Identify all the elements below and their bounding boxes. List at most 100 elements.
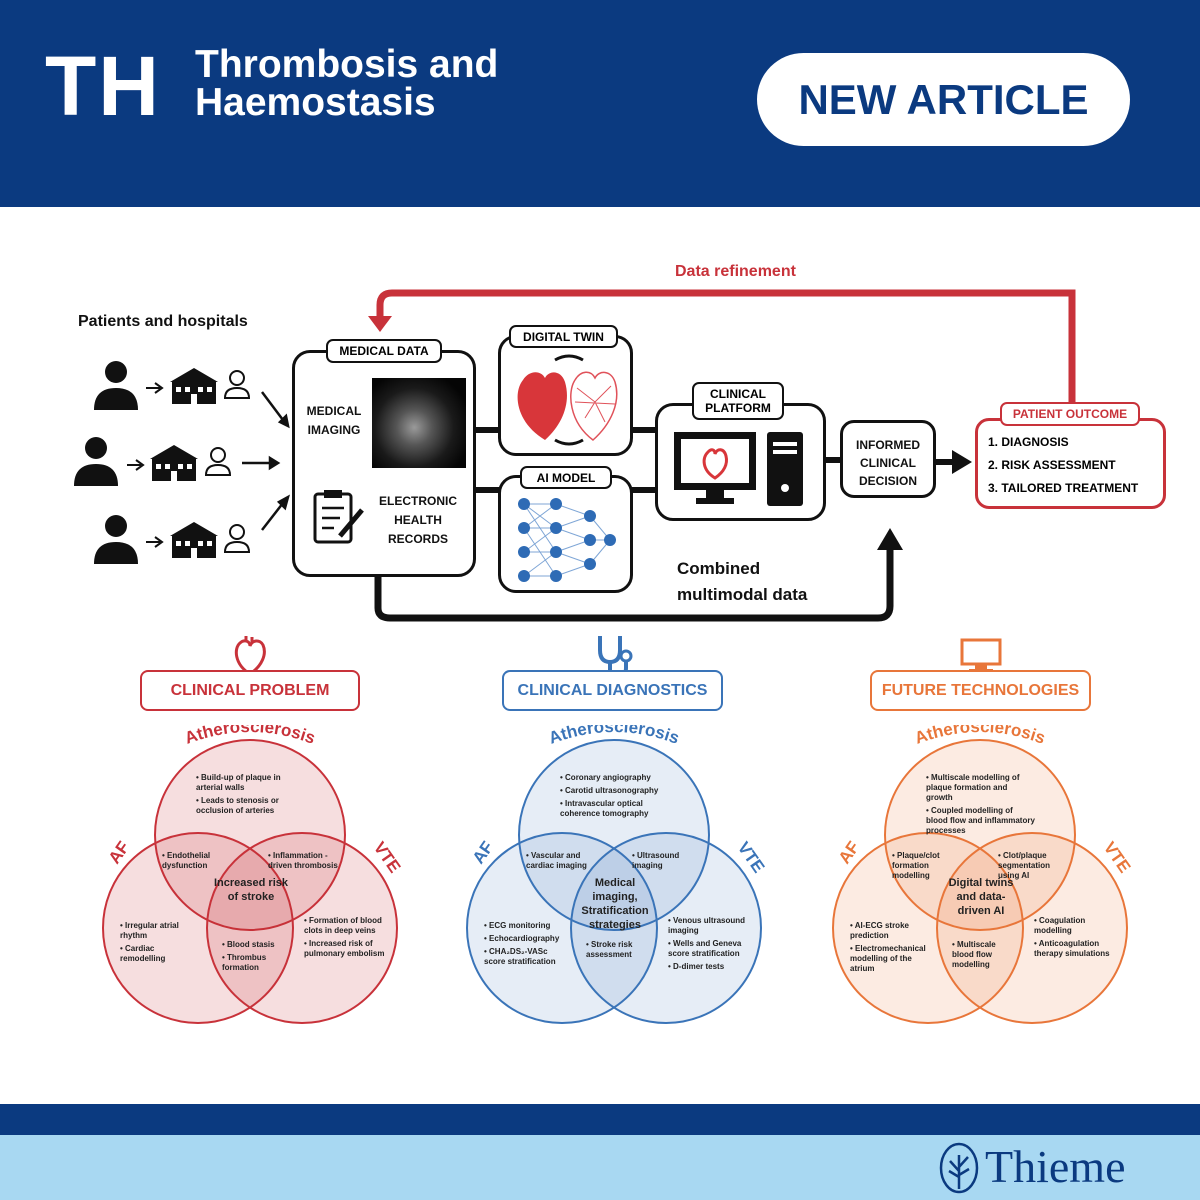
- venn-circle-atherosclerosis: [884, 739, 1076, 931]
- thieme-tree-logo-icon: [939, 1142, 979, 1194]
- venn-circle-vte: [936, 832, 1128, 1024]
- venn-item: • Echocardiography: [484, 934, 560, 943]
- venn-item: • AI-ECG stroke prediction: [850, 921, 909, 940]
- venn-item: • Clot/plaque segmentation using AI: [998, 851, 1051, 880]
- data-refinement-arrow: [376, 289, 1076, 410]
- venn-item: • Irregular atrial rhythm: [120, 921, 179, 940]
- digital-twin-tab: DIGITAL TWIN: [509, 325, 618, 348]
- combined-data-label: Combined multimodal data: [677, 559, 808, 604]
- venn-item: • Multiscale blood flow modelling: [952, 940, 996, 969]
- venn-center: Increased risk of stroke: [214, 877, 288, 903]
- venn-item: • Coupled modelling of blood flow and in…: [926, 806, 1035, 835]
- venn-item: • Coagulation modelling: [1034, 916, 1086, 935]
- venn-center: Digital twins and data-driven AI: [948, 877, 1014, 917]
- venn-item: • Cardiac remodelling: [120, 944, 166, 963]
- venn-item: • Build-up of plaque in arterial walls: [196, 773, 281, 792]
- arrowhead: [877, 528, 903, 550]
- venn-region-top-right: • Clot/plaque segmentation using AI: [998, 851, 1070, 884]
- venn-item: • Leads to stenosis or occlusion of arte…: [196, 796, 279, 815]
- computer-icon: [674, 432, 803, 506]
- data-refinement-label: Data refinement: [675, 263, 796, 280]
- ai-model-tab: AI MODEL: [520, 466, 612, 489]
- venn-circle-vte: [206, 832, 398, 1024]
- outcome-item: 1. DIAGNOSIS: [988, 435, 1069, 449]
- ehr-label: ELECTRONIC HEALTH RECORDS: [379, 494, 457, 546]
- venn-region-top: • Build-up of plaque in arterial walls • …: [196, 773, 306, 819]
- venn-region-bottom: • Multiscale blood flow modelling: [952, 940, 1018, 973]
- venn-circle-af: [832, 832, 1024, 1024]
- venn-region-top: • Coronary angiography • Carotid ultrason…: [560, 773, 670, 822]
- venn-item: • Coronary angiography: [560, 773, 651, 782]
- monitor-icon: [960, 638, 1002, 672]
- footer: [0, 1135, 1200, 1200]
- venn-item: • Anticoagulation therapy simulations: [1034, 939, 1110, 958]
- venn-region-right: • Venous ultrasound imaging • Wells and G…: [668, 916, 758, 975]
- venn-region-top-left: • Plaque/clot formation modelling: [892, 851, 960, 884]
- combined-data-arrow: [374, 548, 894, 622]
- venn-circle-atherosclerosis: [154, 739, 346, 931]
- venn-circles: Atherosclerosis AF VTE: [832, 725, 1134, 1024]
- venn-item: • Endothelial dysfunction: [162, 851, 211, 870]
- venn-center: Medical imaging, Stratification strategi…: [581, 877, 649, 931]
- venn-item: • Blood stasis: [222, 940, 275, 949]
- venn-region-top: • Multiscale modelling of plaque formati…: [926, 773, 1036, 839]
- clinical-problem-header: CLINICAL PROBLEM: [140, 670, 360, 711]
- venn-region-left: • ECG monitoring • Echocardiography • CHA₂…: [484, 921, 562, 970]
- venn-item: • Venous ultrasound imaging: [668, 916, 746, 935]
- venn-region-right: • Formation of blood clots in deep veins…: [304, 916, 394, 962]
- venn-circle-vte: [570, 832, 762, 1024]
- future-technologies-header: FUTURE TECHNOLOGIES: [870, 670, 1091, 711]
- patient-hospital-rows: [74, 361, 251, 564]
- venn-item: • Plaque/clot formation modelling: [892, 851, 940, 880]
- venn-item: • CHA₂DS₂-VASc score stratification: [484, 947, 556, 966]
- venn-item: • Intravascular optical coherence tomogr…: [560, 799, 649, 818]
- venn-region-left: • Irregular atrial rhythm • Cardiac remod…: [120, 921, 198, 967]
- neural-network-icon: [518, 498, 616, 582]
- medical-data-tab: MEDICAL DATA: [326, 339, 442, 363]
- journal-title-line2: Haemostasis: [195, 81, 436, 124]
- clinical-diagnostics-header: CLINICAL DIAGNOSTICS: [502, 670, 723, 711]
- venn-circle-af: [466, 832, 658, 1024]
- heart-icon: [234, 636, 266, 676]
- footer-band: [0, 1104, 1200, 1135]
- medical-imaging-label: MEDICAL IMAGING: [306, 404, 362, 437]
- venn-item: • Stroke risk assessment: [586, 940, 633, 959]
- patient-outcome-tab: PATIENT OUTCOME: [1000, 402, 1140, 426]
- venn-circles: Atherosclerosis AF VTE: [466, 725, 768, 1024]
- venn-item: • Inflammation -driven thrombosis: [268, 851, 338, 870]
- new-article-badge: NEW ARTICLE: [757, 53, 1130, 146]
- venn-region-top-right: • Inflammation -driven thrombosis: [268, 851, 340, 874]
- venn-item: • ECG monitoring: [484, 921, 551, 930]
- heart-digital-twin-icon: [517, 354, 618, 446]
- venn-item: • Multiscale modelling of plaque formati…: [926, 773, 1020, 802]
- venn-item: • Wells and Geneva score stratification: [668, 939, 742, 958]
- ct-scan-image: [372, 378, 466, 468]
- informed-decision-label: INFORMED CLINICAL DECISION: [856, 438, 920, 488]
- venn-circles: Atherosclerosis AF VTE: [102, 725, 404, 1024]
- venn-item: • Vascular and cardiac imaging: [526, 851, 587, 870]
- venn-region-left: • AI-ECG stroke prediction• Electromecha…: [850, 921, 928, 977]
- patient-outcome-list: 1. DIAGNOSIS 2. RISK ASSESSMENT 3. TAILO…: [988, 431, 1138, 500]
- venn-circle-af: [102, 832, 294, 1024]
- venn-item: • Increased risk of pulmonary embolism: [304, 939, 385, 958]
- patients-title: Patients and hospitals: [78, 313, 248, 330]
- clinical-platform-tab: CLINICAL PLATFORM: [692, 382, 784, 420]
- journal-title-line1: Thrombosis and: [195, 43, 499, 86]
- venn-item: • Carotid ultrasonography: [560, 786, 659, 795]
- outcome-item: 2. RISK ASSESSMENT: [988, 458, 1116, 472]
- venn-item: • Ultrasound imaging: [632, 851, 680, 870]
- venn-region-top-left: • Vascular and cardiac imaging: [526, 851, 594, 874]
- venn-item: • Formation of blood clots in deep veins: [304, 916, 382, 935]
- informed-decision-box: [840, 420, 936, 498]
- venn-region-top-left: • Endothelial dysfunction: [162, 851, 230, 874]
- journal-logo: TH: [45, 39, 161, 133]
- clipboard-icon: [313, 490, 364, 544]
- venn-region-top-right: • Ultrasound imaging: [632, 851, 704, 874]
- venn-region-right: • Coagulation modelling • Anticoagulation…: [1034, 916, 1124, 962]
- publisher-logo: Thieme: [985, 1141, 1126, 1192]
- venn-circle-atherosclerosis: [518, 739, 710, 931]
- venn-region-bottom: • Blood stasis • Thrombus formation: [222, 940, 288, 976]
- venn-item: • Thrombus formation: [222, 953, 267, 972]
- arrowhead: [368, 316, 392, 332]
